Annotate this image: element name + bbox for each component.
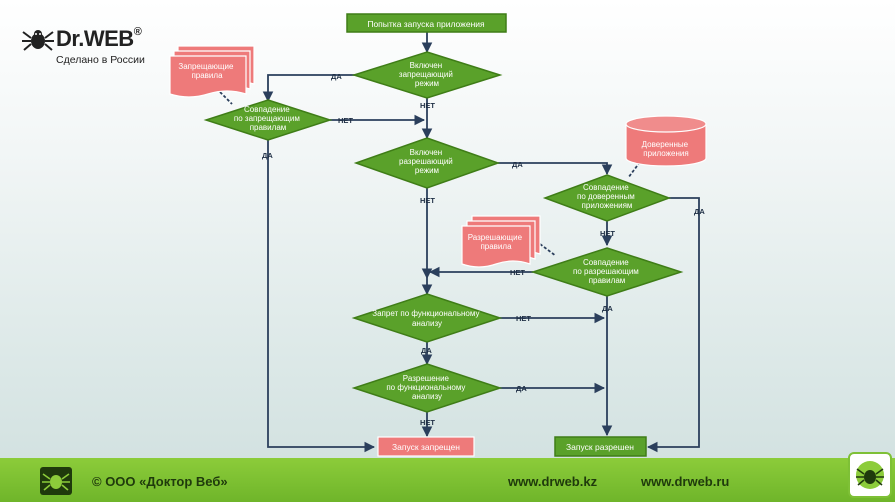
d5-line3: правилам xyxy=(589,276,626,285)
svg-text:Запрещающие правила: Запрещающие правила xyxy=(178,62,235,80)
svg-text:Совпадение по разрешающи: Совпадение по разрешающим правилам xyxy=(573,258,641,285)
d4-line1: Совпадение xyxy=(583,183,629,192)
end-allowed-box: Запуск разрешен xyxy=(554,436,647,457)
label-d7-no: НЕТ xyxy=(420,418,435,427)
label-d5-no: НЕТ xyxy=(510,268,525,277)
label-d4-yes: ДА xyxy=(694,207,705,216)
decision-functional-deny: Запрет по функциональному анализу xyxy=(351,293,503,343)
label-d4-no: НЕТ xyxy=(600,229,615,238)
allow-rules-line1: Разрешающие xyxy=(468,233,523,242)
logo-registered: ® xyxy=(133,26,142,38)
d5-line1: Совпадение xyxy=(583,258,629,267)
edge-d3-yes xyxy=(498,162,613,176)
d4-line2: по доверенным xyxy=(577,192,635,201)
label-d2-yes: ДА xyxy=(262,151,273,160)
label-d1-no: НЕТ xyxy=(420,101,435,110)
edge-d2-yes xyxy=(267,140,376,453)
deny-rules-docs: Запрещающие правила xyxy=(169,45,255,98)
spider-icon xyxy=(42,473,70,491)
decision-allow-mode: Включен разрешающий режим xyxy=(353,137,501,189)
d7-line2: по функциональному xyxy=(386,383,465,392)
footer-logo-icon xyxy=(40,467,72,495)
logo-brand: Dr.WEB xyxy=(56,26,134,51)
decision-deny-mode: Включен запрещающий режим xyxy=(351,51,503,99)
edge-deny-rules xyxy=(219,91,233,105)
drweb-badge-icon xyxy=(848,452,892,498)
d3-line2: разрешающий xyxy=(399,157,453,166)
end-denied-label: Запуск запрещен xyxy=(392,442,460,452)
deny-rules-line1: Запрещающие xyxy=(178,62,234,71)
footer-site-ru[interactable]: www.drweb.ru xyxy=(641,474,730,489)
decision-allow-rules-match: Совпадение по разрешающим правилам xyxy=(530,247,684,297)
d2-line1: Совпадение xyxy=(244,105,290,114)
d7-line1: Разрешение xyxy=(403,374,450,383)
label-d6-no: НЕТ xyxy=(516,314,531,323)
svg-text:Разрешающие правила: Разрешающие правила xyxy=(468,233,525,251)
start-box: Попытка запуска приложения xyxy=(346,13,507,33)
d4-line3: приложениям xyxy=(582,201,633,210)
footer-copyright: © ООО «Доктор Веб» xyxy=(92,474,228,489)
d3-line3: режим xyxy=(415,166,439,175)
d1-line1: Включен xyxy=(410,61,442,70)
d3-line1: Включен xyxy=(410,148,442,157)
allow-rules-line2: правила xyxy=(480,242,512,251)
d2-line2: по запрещающим xyxy=(234,114,300,123)
footer-site-kz[interactable]: www.drweb.kz xyxy=(508,474,598,489)
d1-line3: режим xyxy=(415,79,439,88)
label-d1-yes: ДА xyxy=(331,72,342,81)
edge-allow-rules xyxy=(539,243,557,257)
label-d7-yes: ДА xyxy=(516,384,527,393)
flowchart: Попытка запуска приложения Включен запре… xyxy=(169,13,707,457)
decision-functional-allow: Разрешение по функциональному анализу xyxy=(351,363,503,413)
svg-text:Доверенные приложения: Доверенные приложения xyxy=(642,140,691,158)
d5-line2: по разрешающим xyxy=(573,267,639,276)
d2-line3: правилам xyxy=(250,123,287,132)
svg-text:Запрет по функциональному: Запрет по функциональному анализу xyxy=(372,309,481,328)
edge-d4-yes xyxy=(646,197,700,453)
allow-rules-docs: Разрешающие правила xyxy=(461,215,541,268)
svg-text:Разрешение по функционал: Разрешение по функциональному анализу xyxy=(386,374,467,401)
trusted-apps-line2: приложения xyxy=(643,149,688,158)
deny-rules-line2: правила xyxy=(191,71,223,80)
edge-d1-yes xyxy=(262,74,355,103)
label-d3-yes: ДА xyxy=(512,160,523,169)
label-d2-no: НЕТ xyxy=(338,116,353,125)
footer-bar: © ООО «Доктор Веб» www.drweb.kz www.drwe… xyxy=(0,458,895,502)
trusted-apps-line1: Доверенные xyxy=(642,140,689,149)
label-d5-yes: ДА xyxy=(602,304,613,313)
svg-text:Включен запрещающий: Включен запрещающий режим xyxy=(399,61,455,88)
decision-trusted-match: Совпадение по доверенным приложениям xyxy=(542,174,672,222)
decision-deny-rules-match: Совпадение по запрещающим правилам xyxy=(203,99,333,141)
d7-line3: анализу xyxy=(412,392,442,401)
d6-line2: анализу xyxy=(412,319,442,328)
d6-line1: Запрет по функциональному xyxy=(372,309,479,318)
svg-text:Включен разрешающий: Включен разрешающий режим xyxy=(399,148,455,175)
label-d6-yes: ДА xyxy=(421,346,432,355)
logo-tagline: Сделано в России xyxy=(56,54,145,66)
spider-icon xyxy=(22,30,54,51)
label-d3-no: НЕТ xyxy=(420,196,435,205)
start-label: Попытка запуска приложения xyxy=(367,19,485,29)
svg-text:Совпадение по доверенным: Совпадение по доверенным приложениям xyxy=(577,183,637,210)
connectors xyxy=(219,32,700,453)
end-denied-box: Запуск запрещен xyxy=(377,436,475,457)
svg-text:Совпадение по запрещающи: Совпадение по запрещающим правилам xyxy=(234,105,302,132)
d1-line2: запрещающий xyxy=(399,70,453,79)
trusted-apps-db: Доверенные приложения xyxy=(625,115,707,167)
edge-trusted xyxy=(627,161,641,179)
end-allowed-label: Запуск разрешен xyxy=(566,442,634,452)
